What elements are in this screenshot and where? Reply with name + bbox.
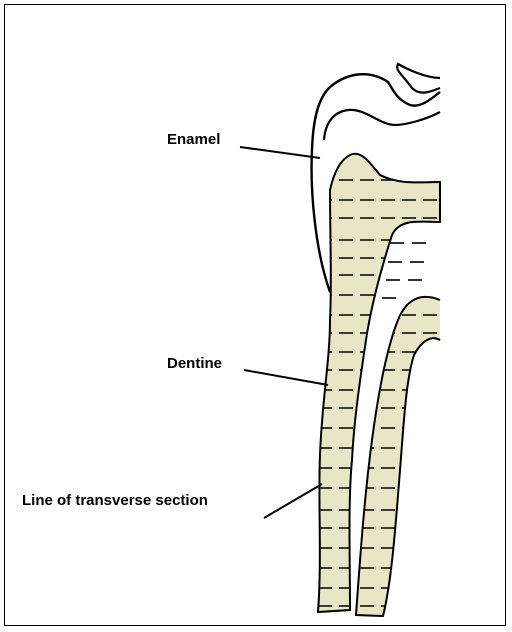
dentine-label: Dentine — [167, 355, 222, 372]
enamel-label: Enamel — [167, 131, 220, 148]
section-line-pointer — [264, 484, 322, 518]
enamel-pointer — [240, 147, 320, 158]
pulp-hatching — [382, 243, 426, 298]
dentine-pointer — [244, 370, 328, 385]
enamel-inner-groove — [397, 64, 440, 93]
section-line-label: Line of transverse section — [22, 492, 208, 509]
